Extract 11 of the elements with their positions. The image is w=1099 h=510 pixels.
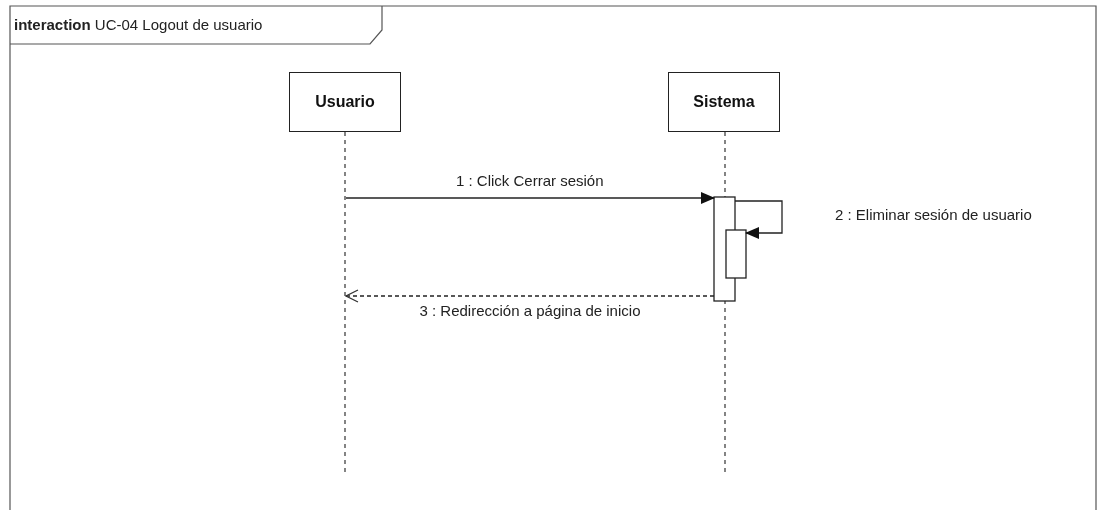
message-arrow <box>345 192 715 204</box>
frame-title: interaction UC-04 Logout de usuario <box>14 16 263 33</box>
message-label: 1 : Click Cerrar sesión <box>456 172 604 189</box>
message-label: 3 : Redirección a página de inicio <box>419 302 641 319</box>
activation-bar <box>725 229 747 279</box>
return-message-arrow <box>345 289 715 303</box>
message-label: 2 : Eliminar sesión de usuario <box>835 206 1032 223</box>
lifeline-head-box: Sistema <box>668 72 780 132</box>
lifeline <box>344 131 346 473</box>
message-arrow <box>734 200 783 239</box>
lifeline-head-box: Usuario <box>289 72 401 132</box>
